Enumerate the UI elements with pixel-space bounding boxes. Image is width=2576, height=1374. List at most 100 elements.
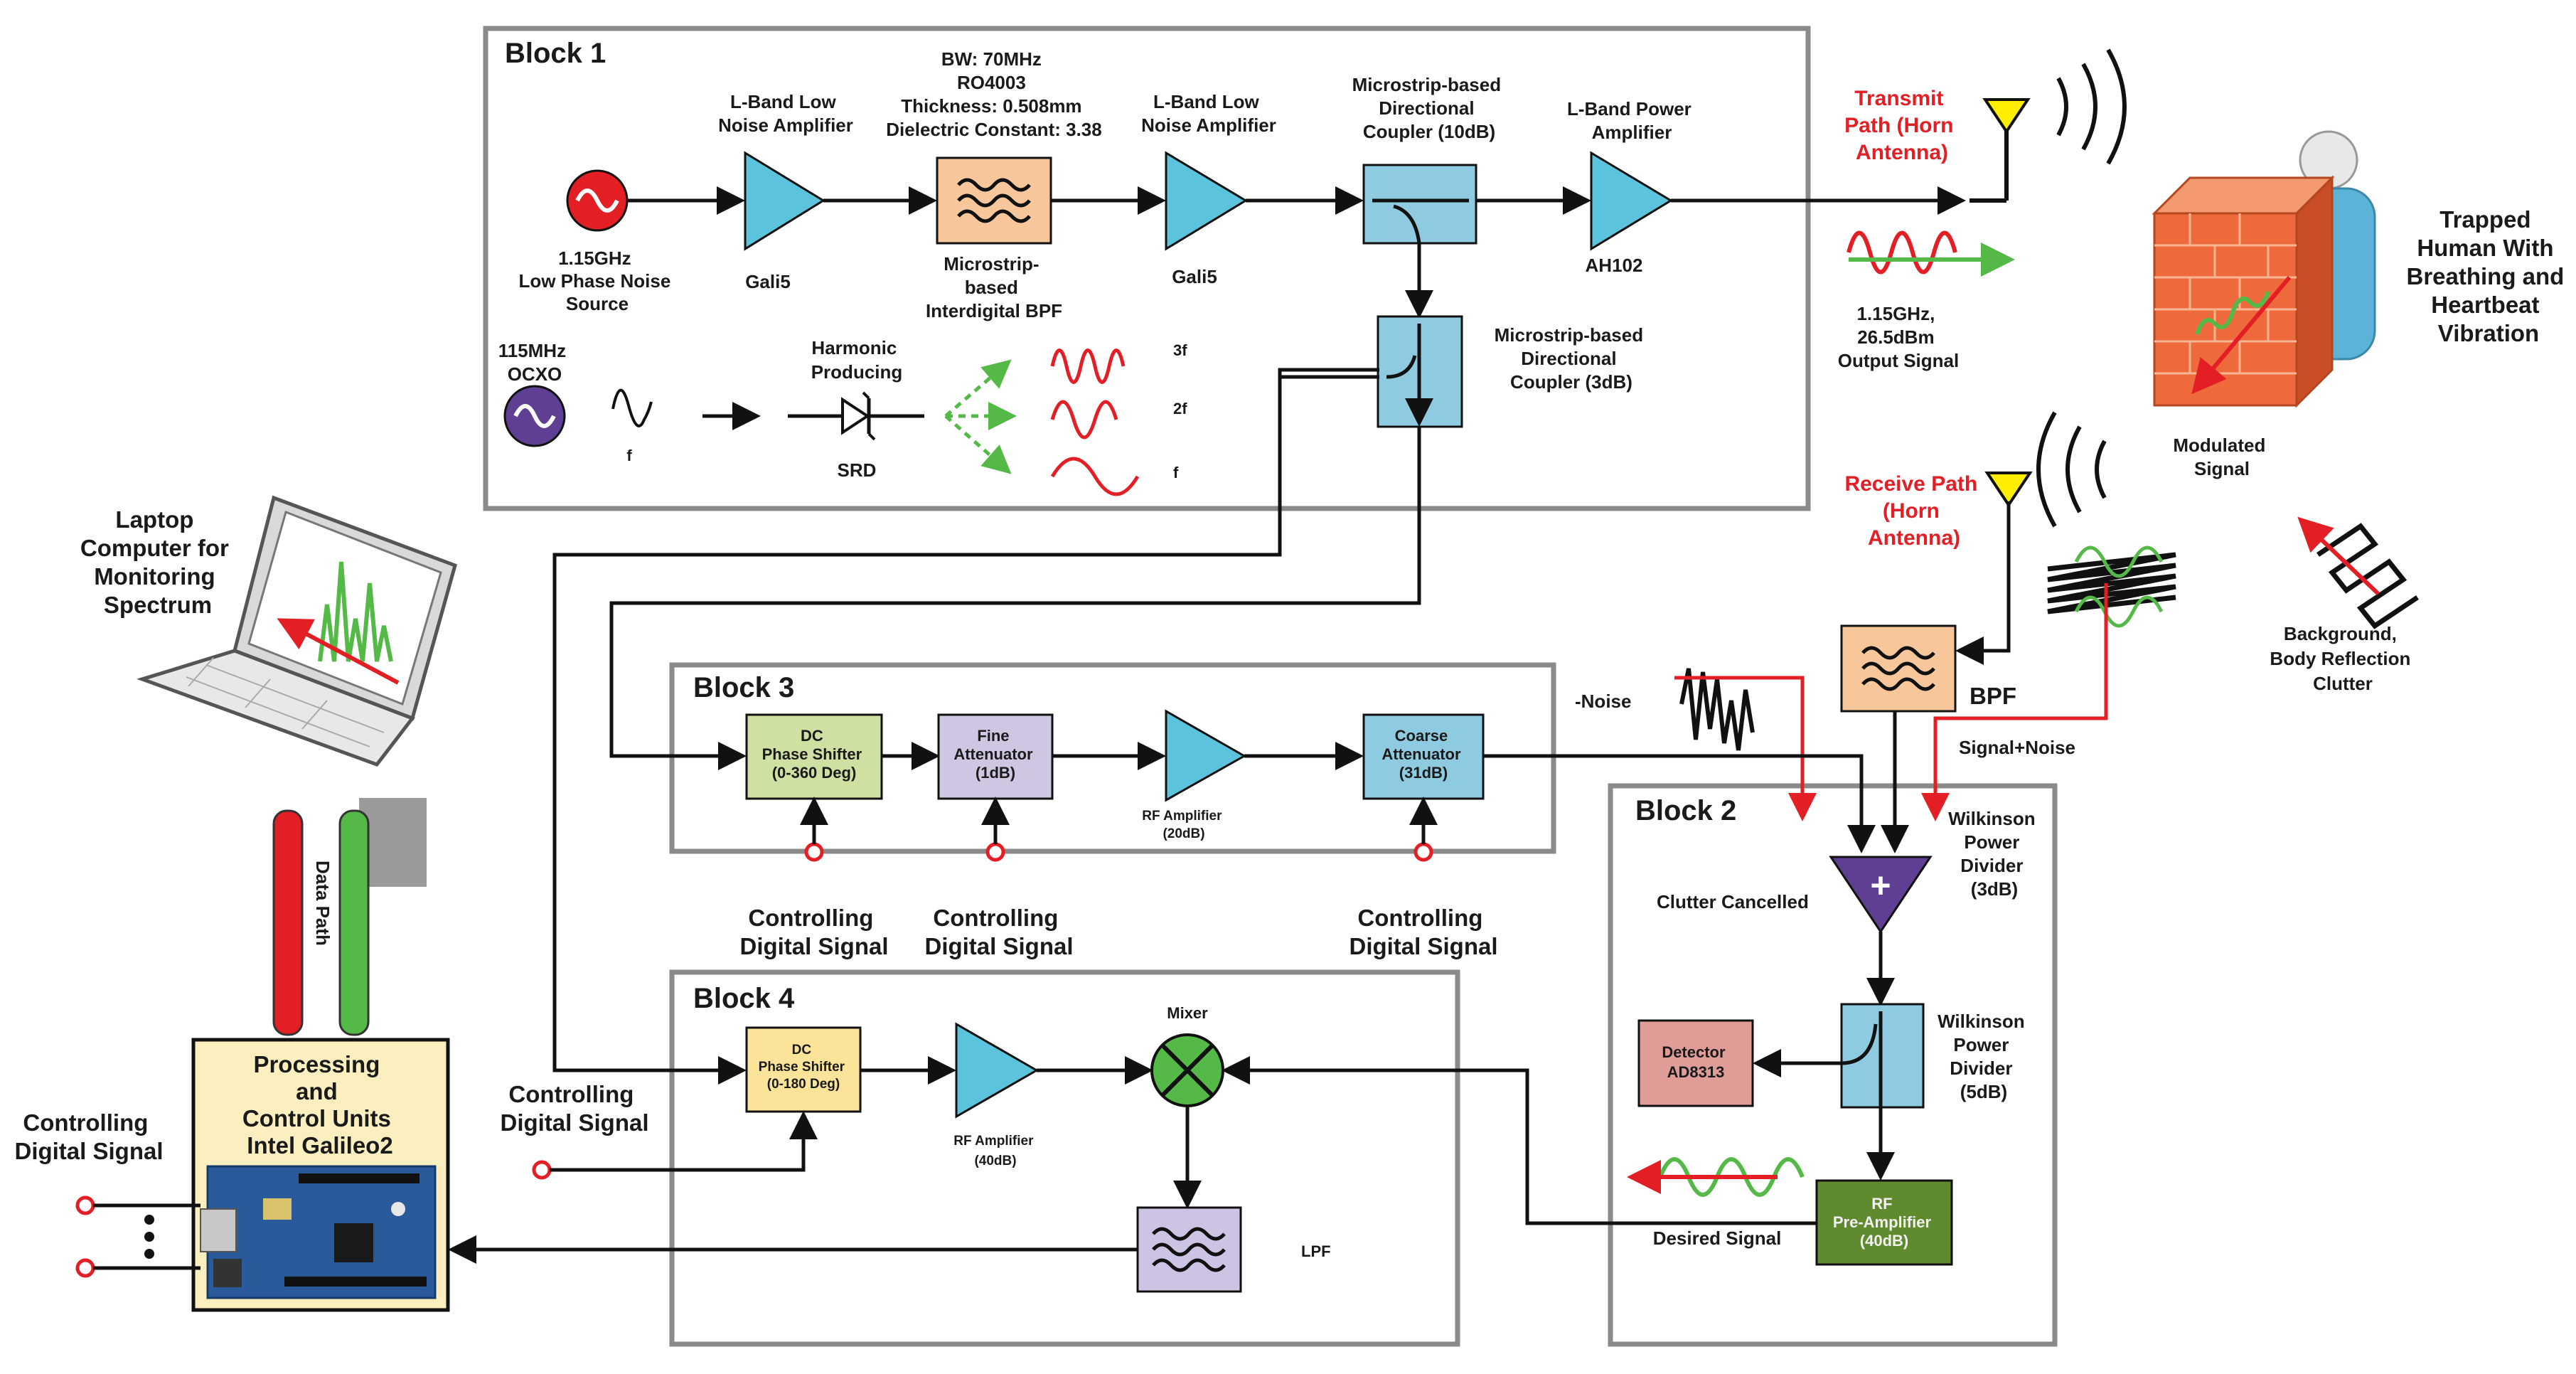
harmonic-f-wave [1050,457,1140,496]
block3-frame [669,662,1556,854]
transmit-antenna-icon [1970,98,2031,203]
detector-ad8313 [1637,1019,1754,1107]
phase-shifter-360-label: DC Phase Shifter (0-360 Deg) [762,727,867,782]
block2-title: Block 2 [1635,795,1736,826]
srd-label: SRD [838,459,877,481]
target-label: Trapped Human With Breathing and Heartbe… [2406,206,2570,346]
bpf-label: Microstrip- based Interdigital BPF [926,253,1062,321]
processing-control-label: Controlling Digital Signal [14,1109,163,1164]
clutter-label: Background, Body Reflection Clutter [2270,623,2415,694]
block4-frame [669,969,1460,1347]
control-label-fine-attenuator: Controlling Digital Signal [924,905,1073,959]
wilkinson5-label: Wilkinson Power Divider (5dB) [1938,1011,2030,1102]
processing-control-port-2[interactable] [75,1258,201,1278]
harmonic-3f-label: 3f [1173,341,1187,359]
rf-amp-40db-label: RF Amplifier (40dB) [953,1134,1037,1168]
lna1-label: L-Band Low Noise Amplifier [718,91,853,136]
transmit-signal-wave [1847,230,1957,275]
data-path-green-cable [338,809,370,1036]
rf-amplifier-40db-icon [955,1022,1040,1119]
processing-control-port-1[interactable] [75,1195,201,1215]
clutter-cancelled-label: Clutter Cancelled [1657,891,1809,912]
ocxo-oscillator-icon [503,385,566,447]
noise-signal-icon [1679,668,1755,751]
control-label-coarse-attenuator: Controlling Digital Signal [1349,905,1497,959]
lpf-label: LPF [1301,1242,1331,1260]
harmonic-2f-wave [1050,400,1118,440]
lna2-part: Gali5 [1172,266,1217,287]
receive-antenna-icon [1955,472,2033,665]
transmit-output-label: 1.15GHz, 26.5dBm Output Signal [1838,303,1959,371]
lna2-amplifier-icon [1165,151,1248,251]
lna1-amplifier-icon [744,151,825,251]
harmonic-3f-wave [1050,348,1126,384]
received-noisy-signal-icon [2047,545,2176,628]
rf-source-icon [566,169,629,232]
wilkinson3-label: Wilkinson Power Divider (3dB) [1948,808,2041,900]
modulated-signal-label: Modulated Signal [2173,435,2270,479]
block2-frame [1608,783,2058,1347]
control-port-phase180[interactable] [532,1111,818,1180]
preamp-label: RF Pre-Amplifier (40dB) [1833,1195,1935,1250]
desired-signal-label: Desired Signal [1653,1227,1782,1249]
control-label-phase180: Controlling Digital Signal [500,1081,648,1136]
rf-amp-20db-label: RF Amplifier (20dB) [1142,809,1226,841]
f-label: f [626,447,632,464]
coupler10-label: Microstrip-based Directional Coupler (10… [1352,74,1507,142]
pa-label: L-Band Power Amplifier [1567,98,1696,143]
transmit-path-label: Transmit Path (Horn Antenna) [1844,87,1960,164]
control-port-coarse-attenuator[interactable] [1409,797,1438,862]
block1-title: Block 1 [505,38,606,69]
detector-label: Detector AD8313 [1662,1043,1729,1081]
pa-part: AH102 [1586,255,1643,276]
galileo-board-icon [200,1165,437,1299]
lna2-label: L-Band Low Noise Amplifier [1141,91,1276,136]
coupler3-label: Microstrip-based Directional Coupler (3d… [1495,324,1649,393]
coupler-10db [1362,164,1477,245]
receive-waves-icon [2036,411,2107,528]
combiner-plus-icon: + [1870,866,1891,905]
rf-amplifier-20db-icon [1165,709,1247,802]
bpf-spec: BW: 70MHz RO4003 Thickness: 0.508mm Diel… [886,48,1101,140]
harmonic-2f-label: 2f [1173,400,1187,417]
lna1-part: Gali5 [745,271,791,292]
block4-title: Block 4 [693,983,795,1014]
receive-bpf-label: BPF [1970,683,2016,709]
sine-f-icon [611,388,653,427]
ocxo-label: 115MHz OCXO [498,340,572,385]
power-amplifier-icon [1590,151,1673,251]
data-path-red-cable [272,809,304,1036]
noise-label: -Noise [1575,691,1631,712]
receive-path-label: Receive Path (Horn Antenna) [1844,472,1983,550]
mixer-label: Mixer [1167,1004,1208,1022]
harmonic-f-label: f [1173,464,1179,481]
phase-shifter-180-label: DC Phase Shifter (0-180 Deg) [759,1043,849,1092]
laptop-icon [137,495,458,767]
block1-frame [483,26,1811,511]
laptop-label: Laptop Computer for Monitoring Spectrum [80,506,235,618]
harmonic-spread-arrows [944,359,1017,474]
mixer-icon [1150,1033,1224,1107]
coarse-attenuator-label: Coarse Attenuator (31dB) [1381,727,1465,782]
desired-signal-wave [1658,1157,1805,1197]
control-port-fine-attenuator[interactable] [981,797,1010,862]
clutter-icon [2297,516,2419,629]
control-port-phase360[interactable] [800,797,828,862]
rf-preamplifier [1815,1179,1953,1266]
control-label-phase360: Controlling Digital Signal [739,905,888,959]
source-label: 1.15GHz Low Phase Noise Source [518,247,675,314]
harmonic-label: Harmonic Producing [811,337,903,383]
processing-label: Processing and Control Units Intel Galil… [242,1051,397,1159]
data-path-shadow [359,798,427,887]
phase-shifter-360 [745,713,883,800]
coarse-attenuator [1362,713,1485,800]
fine-attenuator-label: Fine Attenuator (1dB) [953,727,1037,782]
signal-noise-label: Signal+Noise [1959,737,2075,758]
brick-wall-icon [2152,175,2335,408]
block3-title: Block 3 [693,672,794,703]
data-path-label: Data Path [312,861,333,946]
transmit-waves-icon [2056,48,2127,165]
ellipsis-dots-icon [144,1215,154,1259]
combiner-sum-icon [1829,856,1933,934]
